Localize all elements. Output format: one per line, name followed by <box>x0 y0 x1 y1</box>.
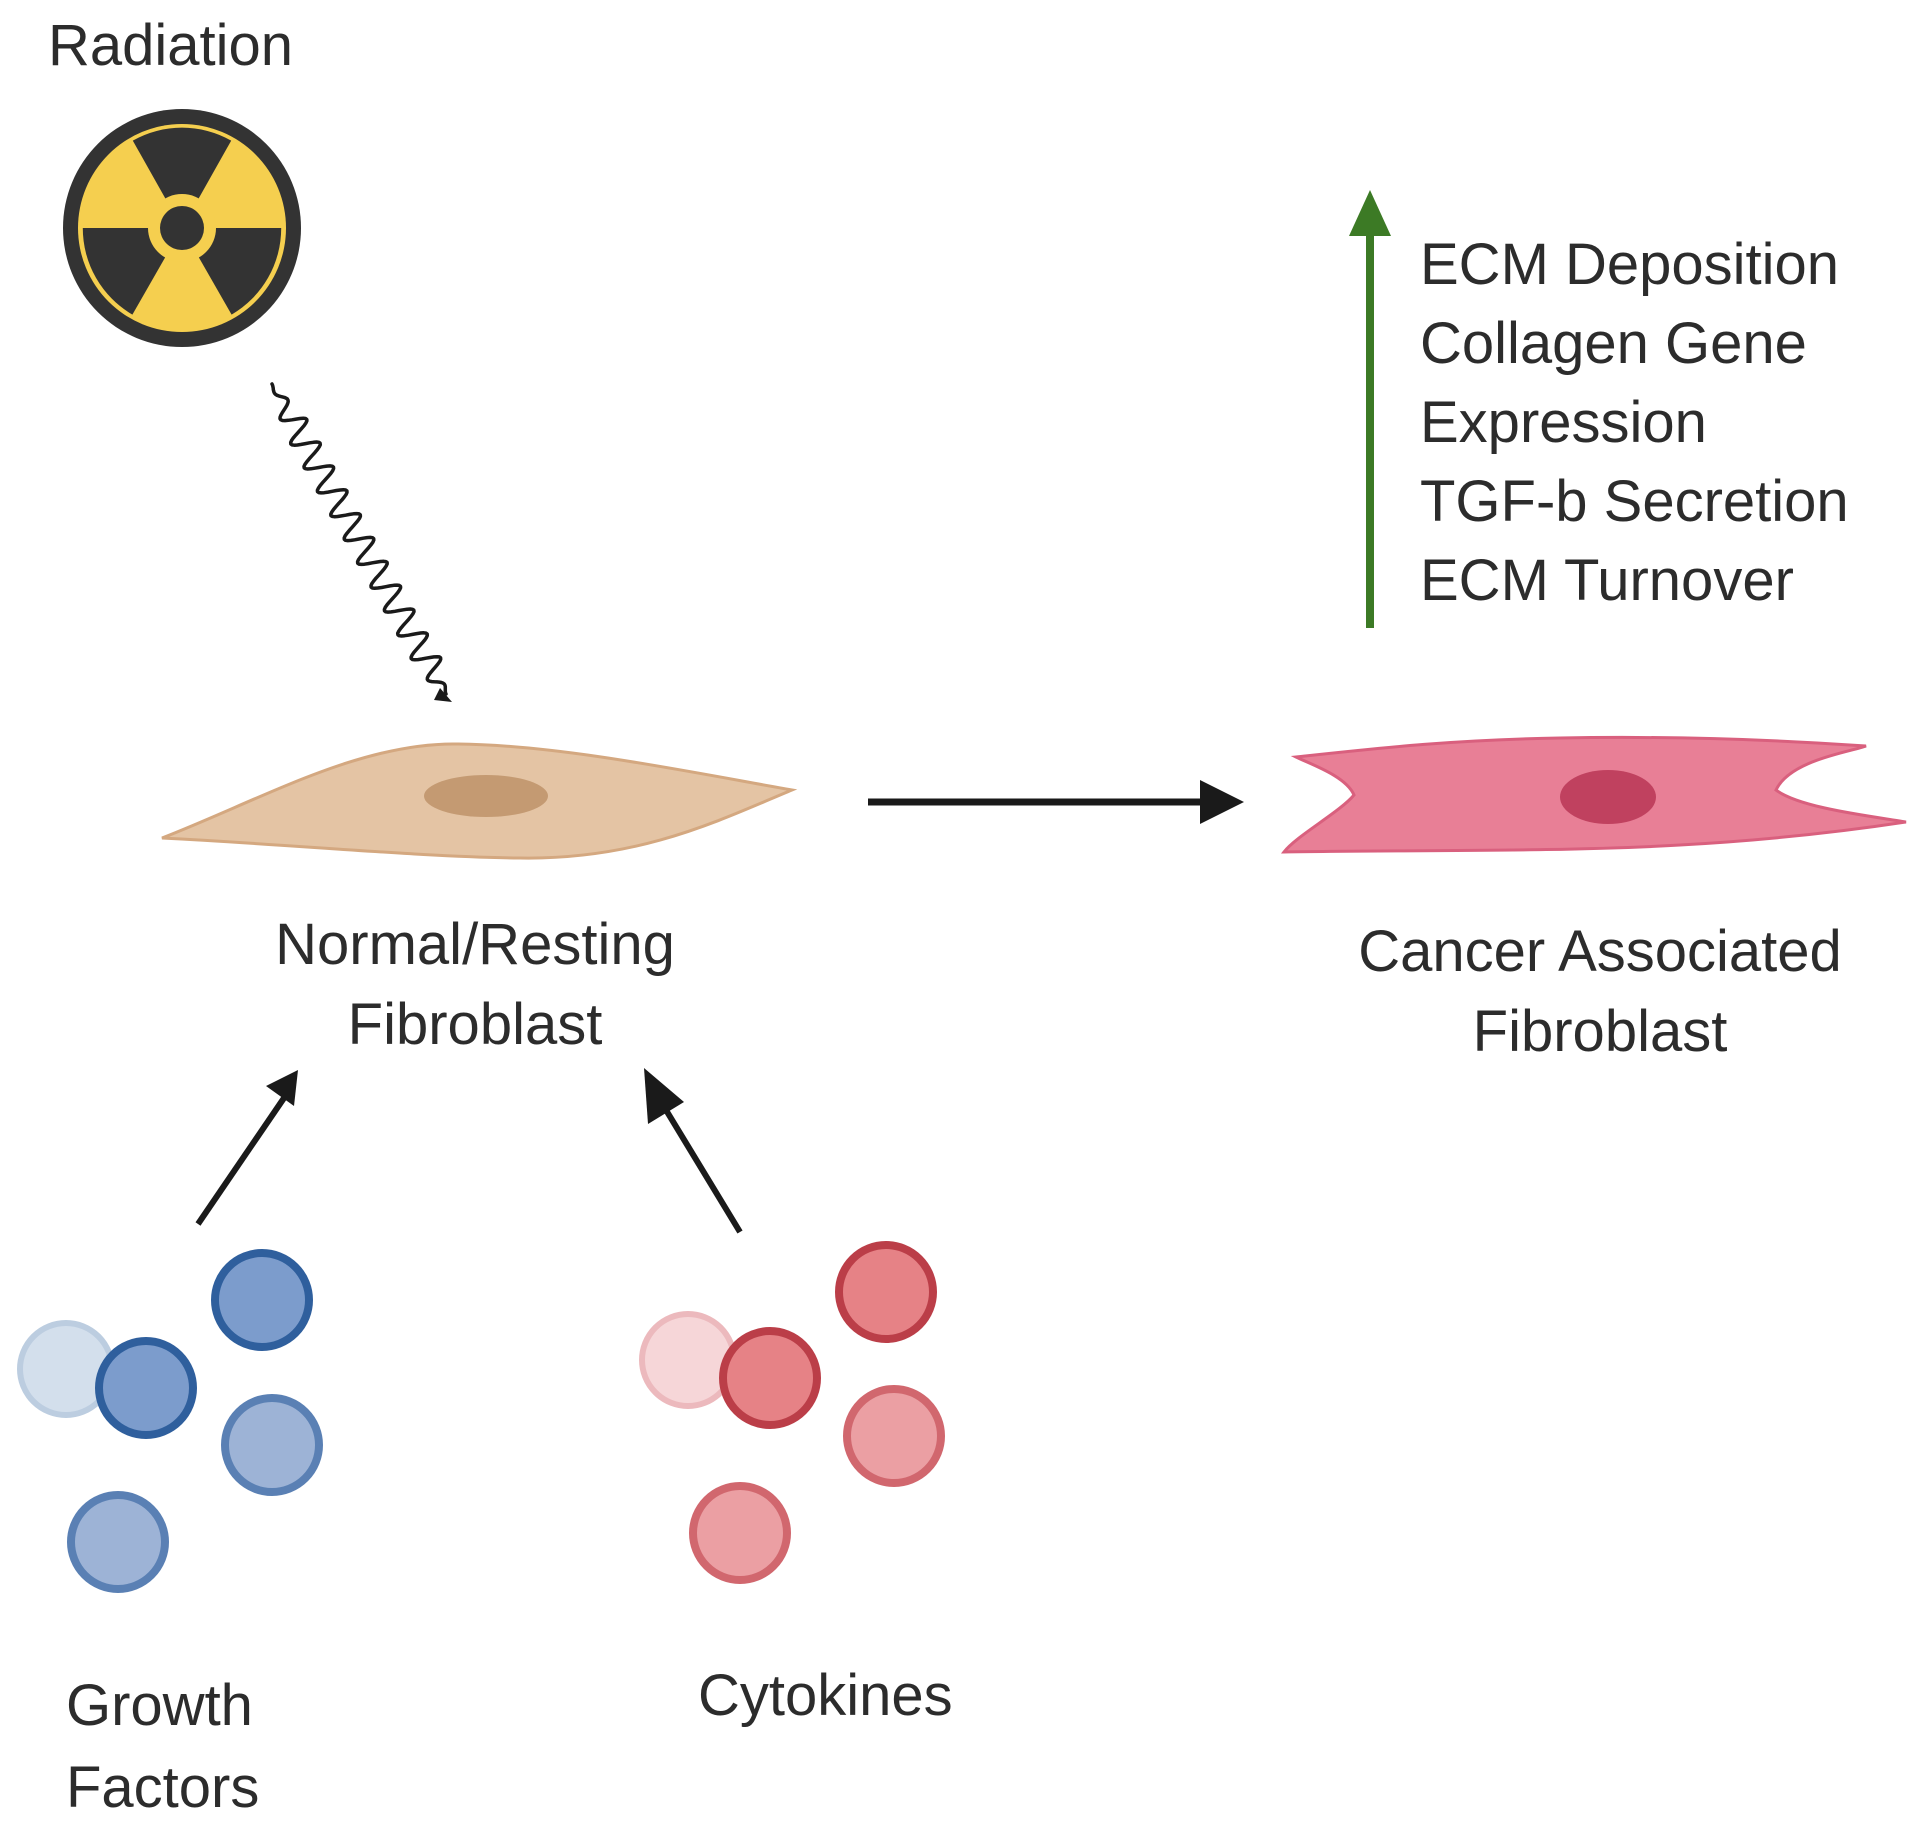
upregulated-item: Collagen Gene <box>1420 311 1807 376</box>
normal-fibroblast-label-line-2: Fibroblast <box>347 992 603 1057</box>
growth-factor-sphere-icon <box>95 1337 197 1439</box>
upregulated-list: ECM Deposition Collagen Gene Expression … <box>1420 225 1849 620</box>
upregulated-item: TGF-b Secretion <box>1420 469 1849 534</box>
caf-nucleus <box>1560 770 1656 824</box>
up-arrow-icon <box>1349 190 1391 628</box>
radiation-hazard-icon <box>63 109 301 347</box>
normal-fibroblast-label-line-1: Normal/Resting <box>275 912 675 977</box>
cytokine-sphere-icon <box>639 1311 737 1409</box>
resting-fibroblast-nucleus <box>424 775 548 817</box>
normal-fibroblast-label: Normal/Resting Fibroblast <box>230 905 720 1065</box>
growth-factors-label-line-2: Factors <box>66 1755 260 1820</box>
upregulated-item: Expression <box>1420 390 1707 455</box>
upregulated-item: ECM Turnover <box>1420 548 1794 613</box>
radiation-wave-arrow <box>270 382 452 702</box>
growth-factors-label-line-1: Growth <box>66 1673 253 1738</box>
cytokine-sphere-icon <box>843 1385 945 1487</box>
growth-factors-label: Growth Factors <box>66 1665 259 1829</box>
caf-label-line-1: Cancer Associated <box>1358 919 1842 984</box>
resting-fibroblast-icon <box>161 742 798 860</box>
upregulated-item: ECM Deposition <box>1420 232 1840 297</box>
caf-label-line-2: Fibroblast <box>1472 999 1728 1064</box>
transformation-arrow <box>868 780 1244 824</box>
growth-factor-sphere-icon <box>221 1394 323 1496</box>
cytokines-label: Cytokines <box>698 1663 953 1728</box>
radiation-label: Radiation <box>48 13 294 78</box>
cytokine-arrow <box>644 1068 743 1234</box>
growth-factor-sphere-icon <box>67 1491 169 1593</box>
growth-factor-sphere-icon <box>211 1249 313 1351</box>
growth-factor-arrow <box>195 1070 298 1226</box>
caf-label: Cancer Associated Fibroblast <box>1320 912 1880 1072</box>
growth-factor-particles <box>17 1249 323 1593</box>
cytokine-sphere-icon <box>689 1482 791 1584</box>
cancer-associated-fibroblast-icon <box>1280 735 1907 854</box>
cytokine-particles <box>639 1241 945 1584</box>
cytokine-sphere-icon <box>835 1241 937 1343</box>
cytokine-sphere-icon <box>719 1327 821 1429</box>
radiation-wave-arrowhead <box>434 688 452 702</box>
